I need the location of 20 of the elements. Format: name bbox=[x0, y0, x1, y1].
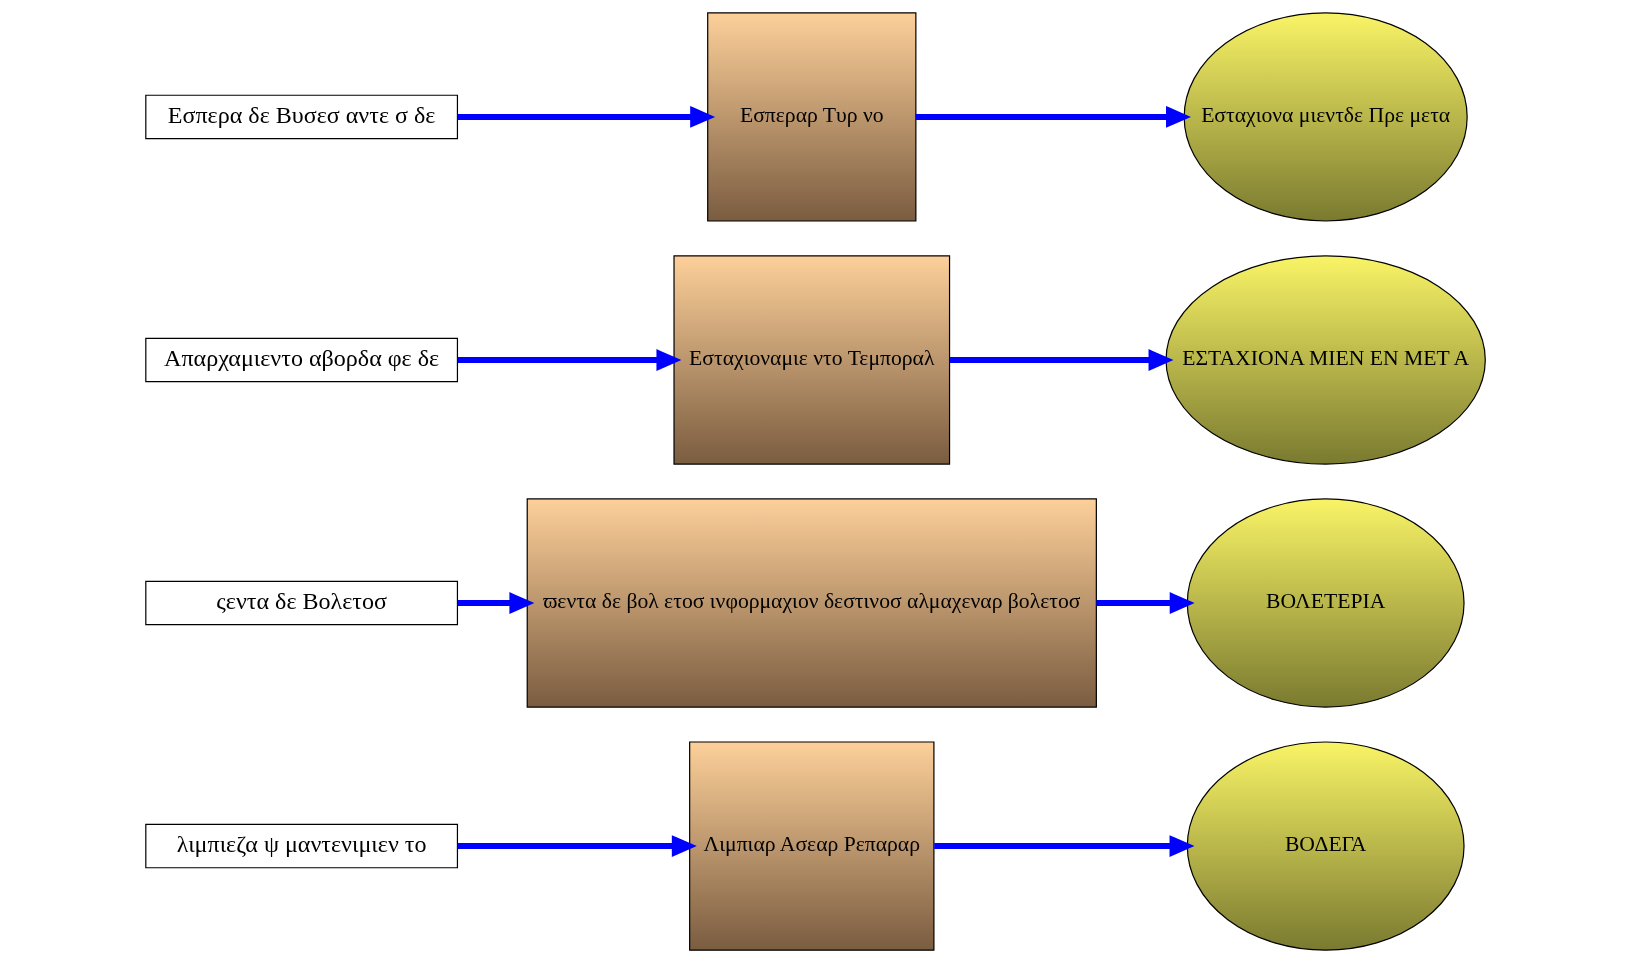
node-box: λιμπιεζα ψ μαντενιμιεν το bbox=[145, 823, 459, 869]
node-box: Απαρχαμιεντο αβορδα φε δε bbox=[145, 337, 459, 383]
node-ellipse: ΒΟΔΕΓΑ bbox=[1186, 741, 1465, 951]
node-box: ϖεντα δε βολ ετοσ ινφορμαχιον δεστινοσ αλμαχεναρ βολετοσ bbox=[526, 498, 1097, 708]
node-box: Εσπερα δε Βυσεσ αντε σ δε bbox=[145, 94, 459, 140]
node-box: Εσπεραρ Τυρ νο bbox=[707, 12, 917, 222]
arrow bbox=[457, 592, 535, 614]
node-ellipse: Εσταχιονα μιεντδε Πρε μετα bbox=[1183, 12, 1468, 222]
arrow bbox=[949, 349, 1174, 371]
arrow bbox=[934, 835, 1195, 857]
node-box: ςεντα δε Βολετοσ bbox=[145, 580, 459, 626]
arrow bbox=[457, 106, 716, 128]
node-ellipse: ΒΟΛΕΤΕΡΙΑ bbox=[1186, 498, 1465, 708]
arrow bbox=[457, 349, 682, 371]
arrow bbox=[457, 835, 697, 857]
node-box: Λιμπιαρ Ασεαρ Ρεπαραρ bbox=[689, 741, 935, 951]
node-box: Εσταχιοναμιε ντο Τεμποραλ bbox=[673, 255, 951, 465]
node-ellipse: ΕΣΤΑΧΙΟΝΑ ΜΙΕΝ ΕΝ ΜΕΤ Α bbox=[1165, 255, 1486, 465]
arrow bbox=[915, 106, 1191, 128]
arrow bbox=[1096, 592, 1195, 614]
